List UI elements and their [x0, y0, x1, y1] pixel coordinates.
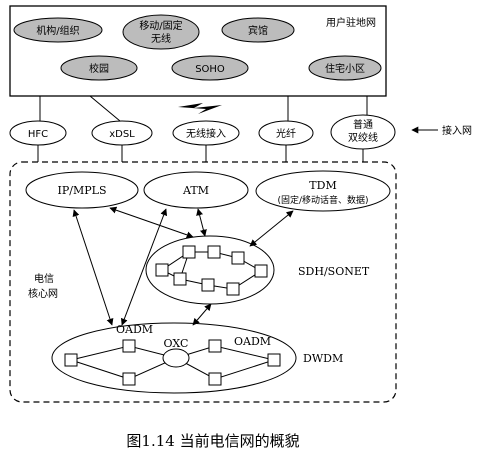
access-node-hfc: HFC [9, 120, 67, 146]
svg-text:双绞线: 双绞线 [348, 131, 378, 144]
svg-text:无线接入: 无线接入 [186, 127, 226, 140]
oadm-left-label: OADM [116, 323, 153, 336]
svg-text:宾馆: 宾馆 [248, 24, 268, 37]
svg-text:移动/固定: 移动/固定 [139, 19, 182, 32]
core-node-atm: ATM [143, 171, 249, 209]
core-node-ip-mpls: IP/MPLS [25, 171, 139, 209]
user-node-campus: 校园 [60, 55, 138, 81]
figure-caption: 图1.14 当前电信网的概貌 [126, 432, 299, 450]
user-node-residential: 住宅小区 [308, 55, 382, 81]
svg-text:机构/组织: 机构/组织 [36, 24, 79, 37]
svg-text:TDM: TDM [309, 179, 336, 192]
core-node-tdm: TDM (固定/移动话音、数据) [255, 170, 391, 212]
user-access-links [39, 95, 368, 122]
svg-text:HFC: HFC [28, 129, 48, 140]
dwdm-node-squares [64, 339, 281, 386]
svg-text:xDSL: xDSL [109, 129, 135, 140]
svg-text:SOHO: SOHO [195, 64, 225, 75]
svg-text:光纤: 光纤 [276, 127, 296, 140]
dwdm-label: DWDM [303, 352, 343, 365]
core-network-title-2: 核心网 [28, 287, 58, 300]
oxc-label: OXC [164, 337, 189, 350]
access-node-twisted-pair: 普通 双绞线 [330, 114, 396, 150]
access-core-links [37, 145, 364, 162]
user-node-institution: 机构/组织 [13, 17, 103, 43]
user-node-hotel: 宾馆 [221, 17, 295, 43]
access-network-title: 接入网 [442, 124, 472, 137]
oadm-right-label: OADM [234, 335, 271, 348]
svg-text:校园: 校园 [89, 62, 109, 75]
lightning-icon [178, 103, 222, 114]
user-premises-title: 用户驻地网 [326, 16, 376, 29]
svg-text:ATM: ATM [182, 184, 209, 197]
svg-text:(固定/移动话音、数据): (固定/移动话音、数据) [277, 194, 368, 206]
core-network-boundary [9, 161, 397, 403]
access-node-wireless: 无线接入 [172, 120, 240, 146]
svg-text:住宅小区: 住宅小区 [325, 62, 365, 75]
user-node-mobile-fixed-wireless: 移动/固定 无线 [122, 14, 200, 50]
sdh-sonet-label: SDH/SONET [298, 265, 370, 278]
core-arrows [72, 206, 294, 326]
svg-text:无线: 无线 [151, 32, 171, 45]
oxc-node [162, 348, 190, 368]
svg-text:IP/MPLS: IP/MPLS [58, 184, 107, 197]
user-node-soho: SOHO [171, 55, 249, 81]
svg-text:普通: 普通 [353, 118, 373, 131]
access-node-fiber: 光纤 [258, 120, 314, 146]
access-node-xdsl: xDSL [91, 120, 153, 146]
core-network-title: 电信 [34, 272, 54, 285]
